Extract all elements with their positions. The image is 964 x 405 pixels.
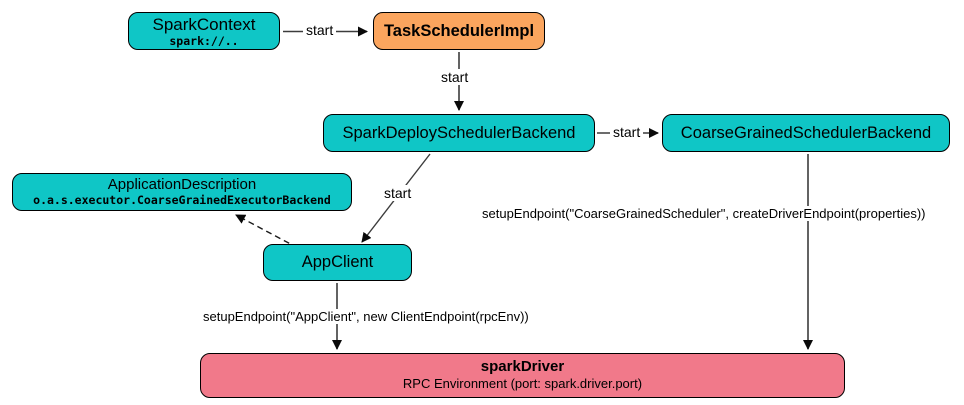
edge-label-start-deploy-to-appclient: start	[381, 185, 415, 201]
node-app-client: AppClient	[263, 244, 412, 281]
node-coarse-grained-scheduler-backend-title: CoarseGrainedSchedulerBackend	[680, 123, 932, 142]
node-coarse-grained-scheduler-backend: CoarseGrainedSchedulerBackend	[662, 114, 950, 152]
node-spark-context: SparkContext spark://..	[128, 12, 280, 50]
node-spark-driver-subtitle: RPC Environment (port: spark.driver.port…	[402, 376, 643, 392]
node-application-description-subtitle: o.a.s.executor.CoarseGrainedExecutorBack…	[33, 193, 331, 208]
node-spark-driver: sparkDriver RPC Environment (port: spark…	[200, 353, 845, 398]
edge-label-start-context-to-task: start	[303, 22, 337, 38]
node-app-client-title: AppClient	[301, 253, 374, 272]
node-spark-deploy-scheduler-backend: SparkDeploySchedulerBackend	[323, 114, 595, 152]
edge-appclient-to-appdescription	[235, 214, 299, 249]
node-application-description: ApplicationDescription o.a.s.executor.Co…	[12, 173, 352, 211]
node-spark-context-subtitle: spark://..	[169, 33, 239, 48]
node-application-description-title: ApplicationDescription	[107, 175, 257, 193]
node-spark-context-title: SparkContext	[152, 14, 256, 34]
node-spark-deploy-scheduler-backend-title: SparkDeploySchedulerBackend	[342, 123, 576, 142]
node-spark-driver-title: sparkDriver	[480, 358, 565, 376]
edge-label-start-deploy-to-coarse: start	[610, 124, 644, 140]
edge-label-setup-appclient: setupEndpoint("AppClient", new ClientEnd…	[200, 309, 532, 324]
node-task-scheduler-impl-title: TaskSchedulerImpl	[383, 21, 535, 40]
edge-label-setup-coarse: setupEndpoint("CoarseGrainedScheduler", …	[479, 206, 929, 221]
edge-label-start-task-to-deploy: start	[438, 69, 472, 85]
node-task-scheduler-impl: TaskSchedulerImpl	[373, 12, 545, 50]
